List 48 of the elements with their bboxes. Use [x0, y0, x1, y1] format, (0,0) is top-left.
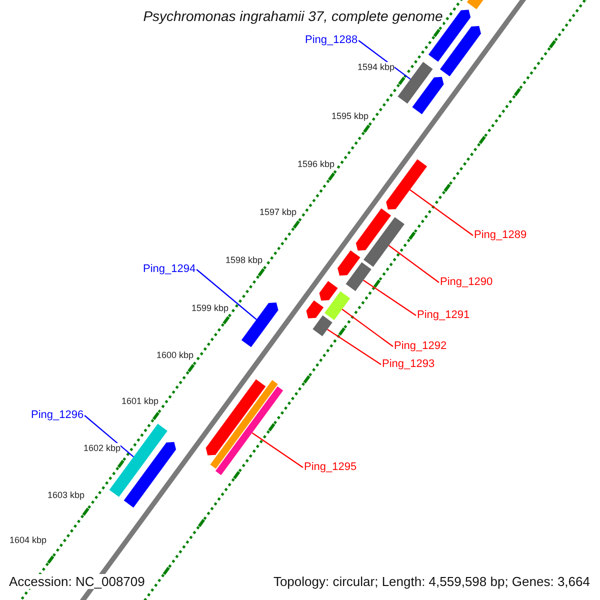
- gene-label: Ping_1288: [305, 34, 358, 47]
- leader-line: [388, 245, 440, 283]
- leader-line: [342, 308, 394, 347]
- scale-label: 1596 kbp: [297, 159, 335, 170]
- gene-bar: [356, 208, 391, 251]
- leader-line: [327, 328, 382, 365]
- scale-label: 1601 kbp: [121, 396, 159, 407]
- scale-label: 1595 kbp: [331, 111, 369, 122]
- leader-line: [252, 432, 304, 468]
- gene-bar: [312, 315, 332, 336]
- gene-bar: [440, 26, 481, 76]
- scale-label: 1594 kbp: [357, 62, 395, 73]
- scale-label: 1602 kbp: [83, 443, 121, 454]
- gene-bar: [206, 379, 266, 456]
- gene-label: Ping_1289: [474, 229, 527, 242]
- gene-bar: [319, 280, 338, 301]
- gene-bar: [124, 442, 176, 508]
- leader-line: [358, 40, 411, 80]
- gene-label: Ping_1290: [440, 276, 493, 289]
- gene-label: Ping_1291: [417, 309, 470, 322]
- gene-label: Ping_1296: [31, 409, 84, 422]
- gene-label: Ping_1294: [143, 263, 196, 276]
- scale-label: 1604 kbp: [9, 535, 47, 546]
- scale-label: 1598 kbp: [225, 255, 263, 266]
- leader-line: [84, 415, 134, 458]
- scale-label: 1603 kbp: [47, 490, 85, 501]
- gene-bar: [363, 217, 404, 267]
- gene-label: Ping_1295: [304, 461, 357, 474]
- scale-label: 1600 kbp: [156, 350, 194, 361]
- gene-bar: [386, 159, 428, 210]
- gene-bar: [412, 76, 444, 114]
- gene-label: Ping_1292: [394, 340, 447, 353]
- scale-label: 1599 kbp: [191, 303, 229, 314]
- gene-label: Ping_1293: [382, 358, 435, 371]
- scale-label: 1597 kbp: [259, 207, 297, 218]
- gene-bar: [210, 380, 278, 469]
- footer-text: Topology: circular; Length: 4,559,598 bp; Genes: 3,664: [273, 574, 590, 589]
- gene-bar: [324, 291, 350, 320]
- leader-line: [196, 269, 257, 320]
- title: Psychromonas ingrahamii 37, complete genome: [143, 8, 443, 24]
- gene-bar: [215, 386, 284, 476]
- leader-line: [410, 189, 474, 236]
- leader-line: [363, 280, 416, 316]
- footer-text: Accession: NC_008709: [9, 574, 145, 589]
- gene-bar: [398, 62, 433, 104]
- gene-bar: [241, 302, 278, 348]
- gene-bar: [346, 262, 372, 292]
- gene-bar: [338, 250, 360, 276]
